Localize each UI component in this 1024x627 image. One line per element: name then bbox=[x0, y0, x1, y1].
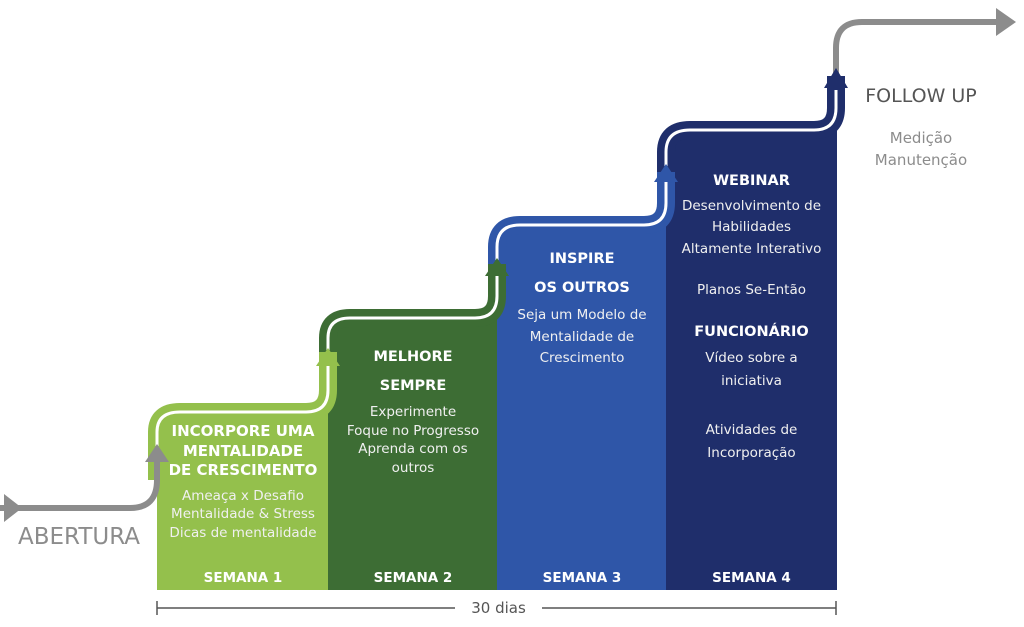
week4-item: iniciativa bbox=[721, 372, 782, 389]
week2-item: Experimente bbox=[369, 404, 457, 420]
week1-label: SEMANA 1 bbox=[203, 570, 283, 586]
week3-column bbox=[497, 225, 667, 590]
end-arrow-icon bbox=[996, 8, 1016, 36]
week4-funcionario-title: FUNCIONÁRIO bbox=[694, 324, 809, 341]
week4-webinar-title: WEBINAR bbox=[713, 173, 790, 189]
week2-title: MELHORE SEMPRE bbox=[373, 349, 453, 394]
week2-label: SEMANA 2 bbox=[373, 570, 453, 586]
follow-up-item: Manutenção bbox=[874, 150, 968, 169]
week4-content: WEBINAR Desenvolvimento de Habilidades A… bbox=[666, 172, 837, 465]
week4-item: Desenvolvimento de bbox=[681, 197, 822, 214]
week2-item: Foque no Progresso bbox=[346, 422, 480, 439]
week4-column bbox=[666, 130, 837, 590]
follow-up-title: FOLLOW UP bbox=[865, 85, 977, 107]
week2-item: Aprenda com os bbox=[358, 441, 468, 458]
week2-content: MELHORE SEMPRE Experimente Foque no Prog… bbox=[328, 343, 498, 478]
week1-item: Dicas de mentalidade bbox=[169, 525, 317, 542]
week1-item: Mentalidade & Stress bbox=[171, 506, 315, 523]
week3-item: Crescimento bbox=[539, 350, 625, 367]
follow-up-items: Medição Manutenção bbox=[850, 128, 992, 172]
week1-content: INCORPORE UMA MENTALIDADE DE CRESCIMENTO… bbox=[157, 422, 329, 543]
week2-column bbox=[328, 318, 498, 590]
arrowhead-followup-icon bbox=[824, 68, 848, 88]
start-label: ABERTURA bbox=[18, 524, 141, 550]
duration-label: 30 dias bbox=[471, 599, 526, 617]
week1-column bbox=[157, 412, 329, 590]
arrowhead-week3-icon bbox=[485, 258, 509, 276]
week1-title: INCORPORE UMA MENTALIDADE DE CRESCIMENTO bbox=[168, 422, 318, 479]
week3-title: INSPIRE OS OUTROS bbox=[534, 251, 630, 296]
follow-up-item: Medição bbox=[889, 129, 953, 147]
timeline bbox=[156, 601, 837, 615]
week1-item: Ameaça x Desafio bbox=[181, 487, 304, 504]
week4-item: Planos Se-Então bbox=[697, 282, 806, 299]
week4-item: Altamente Interativo bbox=[681, 241, 822, 258]
week4-item: Atividades de bbox=[705, 421, 798, 438]
week3-label: SEMANA 3 bbox=[542, 570, 622, 586]
end-arrow-line bbox=[833, 19, 1000, 86]
start-arrow-icon bbox=[4, 494, 22, 522]
week3-item: Mentalidade de bbox=[529, 328, 635, 345]
week2-item: outros bbox=[391, 459, 435, 476]
start-arrow-line bbox=[0, 458, 160, 511]
week3-item: Seja um Modelo de bbox=[517, 307, 647, 323]
week4-item: Habilidades bbox=[712, 219, 791, 236]
arrowhead-week4-icon bbox=[654, 164, 678, 182]
week4-item: Incorporação bbox=[707, 444, 796, 461]
week4-label: SEMANA 4 bbox=[712, 570, 791, 586]
arrowhead-week1-icon bbox=[145, 444, 169, 462]
week3-content: INSPIRE OS OUTROS Seja um Modelo de Ment… bbox=[497, 245, 667, 370]
week4-item: Vídeo sobre a bbox=[705, 349, 798, 366]
arrowhead-week2-icon bbox=[316, 348, 340, 366]
